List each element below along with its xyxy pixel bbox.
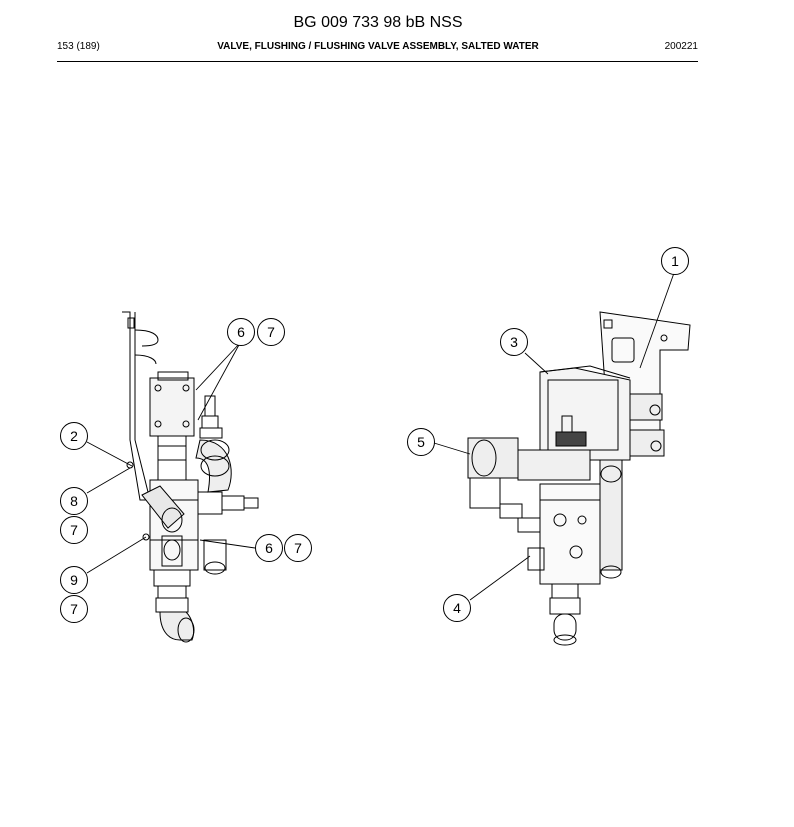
leader-lines [86, 272, 675, 601]
callout-7-lower: 7 [284, 534, 312, 562]
callout-5: 5 [407, 428, 435, 456]
callout-1: 1 [661, 247, 689, 275]
callout-9: 9 [60, 566, 88, 594]
callout-6-lower: 6 [255, 534, 283, 562]
callout-6-upper: 6 [227, 318, 255, 346]
callout-4: 4 [443, 594, 471, 622]
document-number: BG 009 733 98 bB NSS [293, 14, 463, 31]
header-rule [57, 61, 698, 62]
callout-7-left-bottom: 7 [60, 595, 88, 623]
revision-date: 200221 [664, 41, 698, 52]
page-number: 153 (189) [57, 41, 100, 52]
callout-2: 2 [60, 422, 88, 450]
page-title: VALVE, FLUSHING / FLUSHING VALVE ASSEMBL… [217, 41, 539, 52]
callout-3: 3 [500, 328, 528, 356]
right-valve-assembly [467, 311, 691, 646]
left-valve-assembly [122, 311, 259, 643]
callout-8: 8 [60, 487, 88, 515]
callout-7-upper: 7 [257, 318, 285, 346]
callout-7-left-middle: 7 [60, 516, 88, 544]
